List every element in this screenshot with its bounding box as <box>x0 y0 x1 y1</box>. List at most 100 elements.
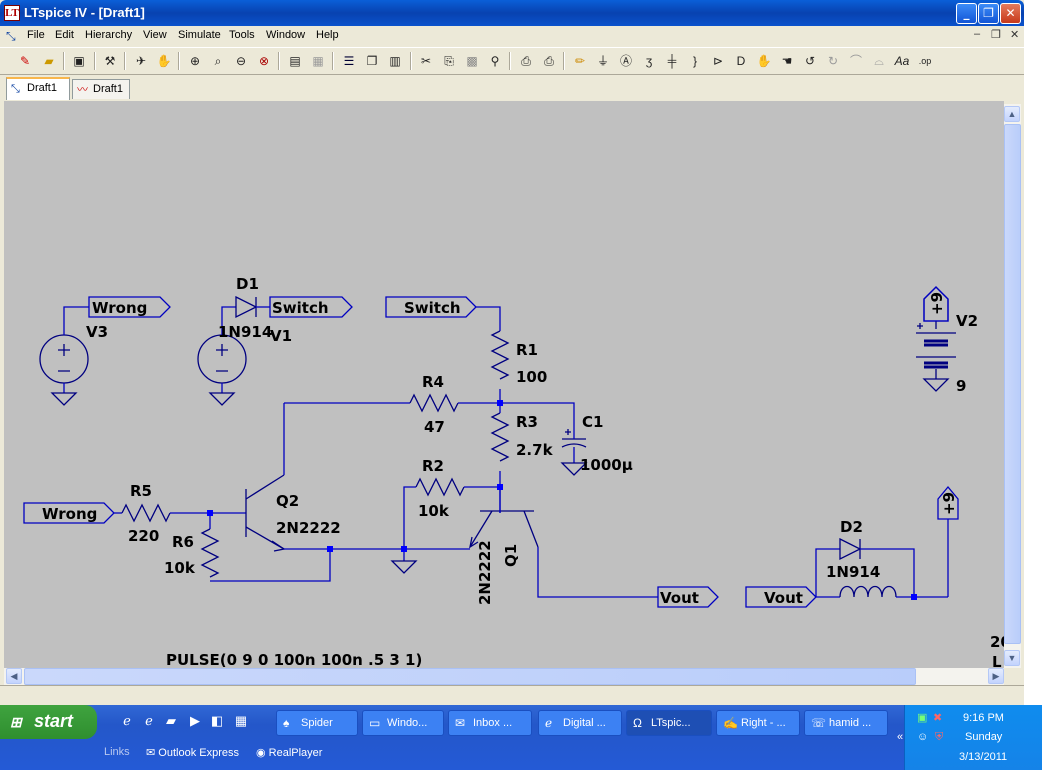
vertical-scrollbar[interactable]: ▲ ▼ <box>1004 104 1021 668</box>
tab-draft1-waveform[interactable]: 〰 Draft1 <box>72 79 130 99</box>
paint-icon[interactable]: ▦ <box>234 713 248 728</box>
print-icon[interactable]: ⎙ <box>544 54 554 68</box>
folder-icon[interactable]: ▰ <box>166 713 176 728</box>
mdi-restore-button[interactable]: ❐ <box>991 29 1001 41</box>
user-icon[interactable]: ☺ <box>917 731 929 743</box>
net-label-vout-2[interactable] <box>745 586 817 608</box>
schematic-canvas[interactable]: Wrong V3 D1 Switch 1N914 V1 Switch R1 10… <box>4 101 1004 668</box>
d2-diode[interactable] <box>839 537 862 561</box>
horizontal-scroll-thumb[interactable] <box>24 668 916 685</box>
run-icon[interactable]: ✈ <box>135 54 147 68</box>
net-label-switch-1[interactable] <box>269 296 353 318</box>
menu-tools[interactable]: Tools <box>229 29 255 41</box>
zoom-out-icon[interactable]: ⊖ <box>235 54 247 68</box>
inductor-icon[interactable]: } <box>692 54 697 68</box>
q2-transistor[interactable] <box>245 474 286 552</box>
mirror-icon[interactable]: ⌓ <box>874 54 884 68</box>
tray-expand-icon[interactable]: « <box>897 731 904 743</box>
autorange-icon[interactable]: ▤ <box>289 54 301 68</box>
task-inbox[interactable]: ✉Inbox ... <box>448 710 532 736</box>
scroll-left-button[interactable]: ◀ <box>6 668 22 684</box>
diode-icon[interactable]: ⊳ <box>712 54 724 68</box>
ltspice-app-icon[interactable]: LT <box>4 5 20 21</box>
menu-file[interactable]: File <box>27 29 45 41</box>
mdi-close-button[interactable]: ✕ <box>1010 29 1020 41</box>
scroll-up-button[interactable]: ▲ <box>1004 106 1020 122</box>
move-icon[interactable]: ✋ <box>756 54 772 68</box>
net-label-wrong-1[interactable] <box>88 296 171 318</box>
realplayer-link[interactable]: ◉ RealPlayer <box>256 746 322 759</box>
media-player-icon[interactable]: ▶ <box>190 713 200 728</box>
scroll-down-button[interactable]: ▼ <box>1004 650 1020 666</box>
label-net-icon[interactable]: Ⓐ <box>619 54 632 68</box>
drag-icon[interactable]: ☚ <box>781 54 793 68</box>
horizontal-scrollbar[interactable]: ◀ ▶ <box>4 668 1004 685</box>
scroll-right-button[interactable]: ▶ <box>988 668 1004 684</box>
print-setup-icon[interactable]: ⎙ <box>521 54 531 68</box>
zoom-pan-icon[interactable]: ⌕ <box>214 54 222 68</box>
mdi-minimize-button[interactable]: – <box>974 28 981 40</box>
vertical-scroll-thumb[interactable] <box>1004 124 1021 644</box>
draw-wire-icon[interactable]: ✏ <box>574 54 586 68</box>
net-label-vout-1[interactable] <box>657 586 719 608</box>
ground-icon[interactable]: ⏚ <box>596 54 609 68</box>
restore-button[interactable]: ❐ <box>978 3 999 24</box>
r3-resistor[interactable] <box>490 412 510 462</box>
net-label-wrong-2[interactable] <box>23 502 115 524</box>
tile-vertical-icon[interactable]: ▥ <box>389 54 401 68</box>
outlook-express-link[interactable]: ✉ Outlook Express <box>146 746 239 759</box>
redo-icon[interactable]: ↻ <box>827 54 839 68</box>
tab-draft1-schematic[interactable]: ⤡ Draft1 <box>6 77 70 100</box>
ie-alt-icon[interactable]: ℯ <box>145 713 153 728</box>
task-windows[interactable]: ▭Windo... <box>362 710 444 736</box>
cursor-icon[interactable]: ▦ <box>312 54 324 68</box>
shield-icon[interactable]: ⛨ <box>935 731 944 743</box>
task-hamid[interactable]: ☏hamid ... <box>804 710 888 736</box>
r4-resistor[interactable] <box>409 393 459 413</box>
r2-resistor[interactable] <box>415 477 465 497</box>
show-desktop-icon[interactable]: ◧ <box>210 713 224 728</box>
start-button[interactable]: ⊞ start <box>0 705 97 739</box>
task-spider[interactable]: ♠Spider <box>276 710 358 736</box>
cut-icon[interactable]: ✂ <box>420 54 432 68</box>
r5-resistor[interactable] <box>121 503 171 523</box>
q1-transistor[interactable] <box>469 487 539 549</box>
internet-explorer-icon[interactable]: ℯ <box>123 713 131 728</box>
menu-hierarchy[interactable]: Hierarchy <box>85 29 133 41</box>
zoom-fit-icon[interactable]: ⊗ <box>258 54 270 68</box>
security-alert-icon[interactable]: ✖ <box>933 712 943 724</box>
v3-voltage-source[interactable] <box>39 306 89 406</box>
component-icon[interactable]: D <box>736 54 746 68</box>
copy-icon[interactable]: ⎘ <box>444 54 454 68</box>
text-icon[interactable]: Aa <box>894 54 910 68</box>
network-icon[interactable]: ▣ <box>917 712 928 724</box>
net-label-switch-2[interactable] <box>385 296 477 318</box>
cascade-icon[interactable]: ❐ <box>366 54 378 68</box>
relay-coil[interactable] <box>839 585 897 598</box>
new-schematic-icon[interactable]: ✎ <box>19 54 31 68</box>
close-button[interactable]: ✕ <box>1000 3 1021 24</box>
spice-directive[interactable]: PULSE(0 9 0 100n 100n .5 3 1) <box>166 651 422 668</box>
menu-help[interactable]: Help <box>316 29 339 41</box>
open-folder-icon[interactable]: ▰ <box>44 54 54 68</box>
find-icon[interactable]: ⚲ <box>490 54 500 68</box>
title-bar[interactable]: LT LTspice IV - [Draft1] _ ❐ ✕ <box>0 0 1024 26</box>
control-panel-icon[interactable]: ⚒ <box>104 54 116 68</box>
halt-icon[interactable]: ✋ <box>156 54 172 68</box>
r1-resistor[interactable] <box>490 330 510 380</box>
capacitor-icon[interactable]: ╪ <box>667 54 677 68</box>
r6-resistor[interactable] <box>200 528 220 578</box>
zoom-in-icon[interactable]: ⊕ <box>189 54 201 68</box>
menu-edit[interactable]: Edit <box>55 29 74 41</box>
schematic-doc-icon[interactable]: ⤡ <box>6 29 16 43</box>
paste-icon[interactable]: ▩ <box>466 54 478 68</box>
menu-window[interactable]: Window <box>266 29 306 41</box>
supply-flag-2[interactable] <box>937 485 959 520</box>
v1-voltage-source[interactable] <box>197 306 247 406</box>
tile-horizontal-icon[interactable]: ☰ <box>343 54 355 68</box>
task-right[interactable]: ✍Right - ... <box>716 710 800 736</box>
supply-flag-1[interactable] <box>923 286 949 322</box>
minimize-button[interactable]: _ <box>956 3 977 24</box>
